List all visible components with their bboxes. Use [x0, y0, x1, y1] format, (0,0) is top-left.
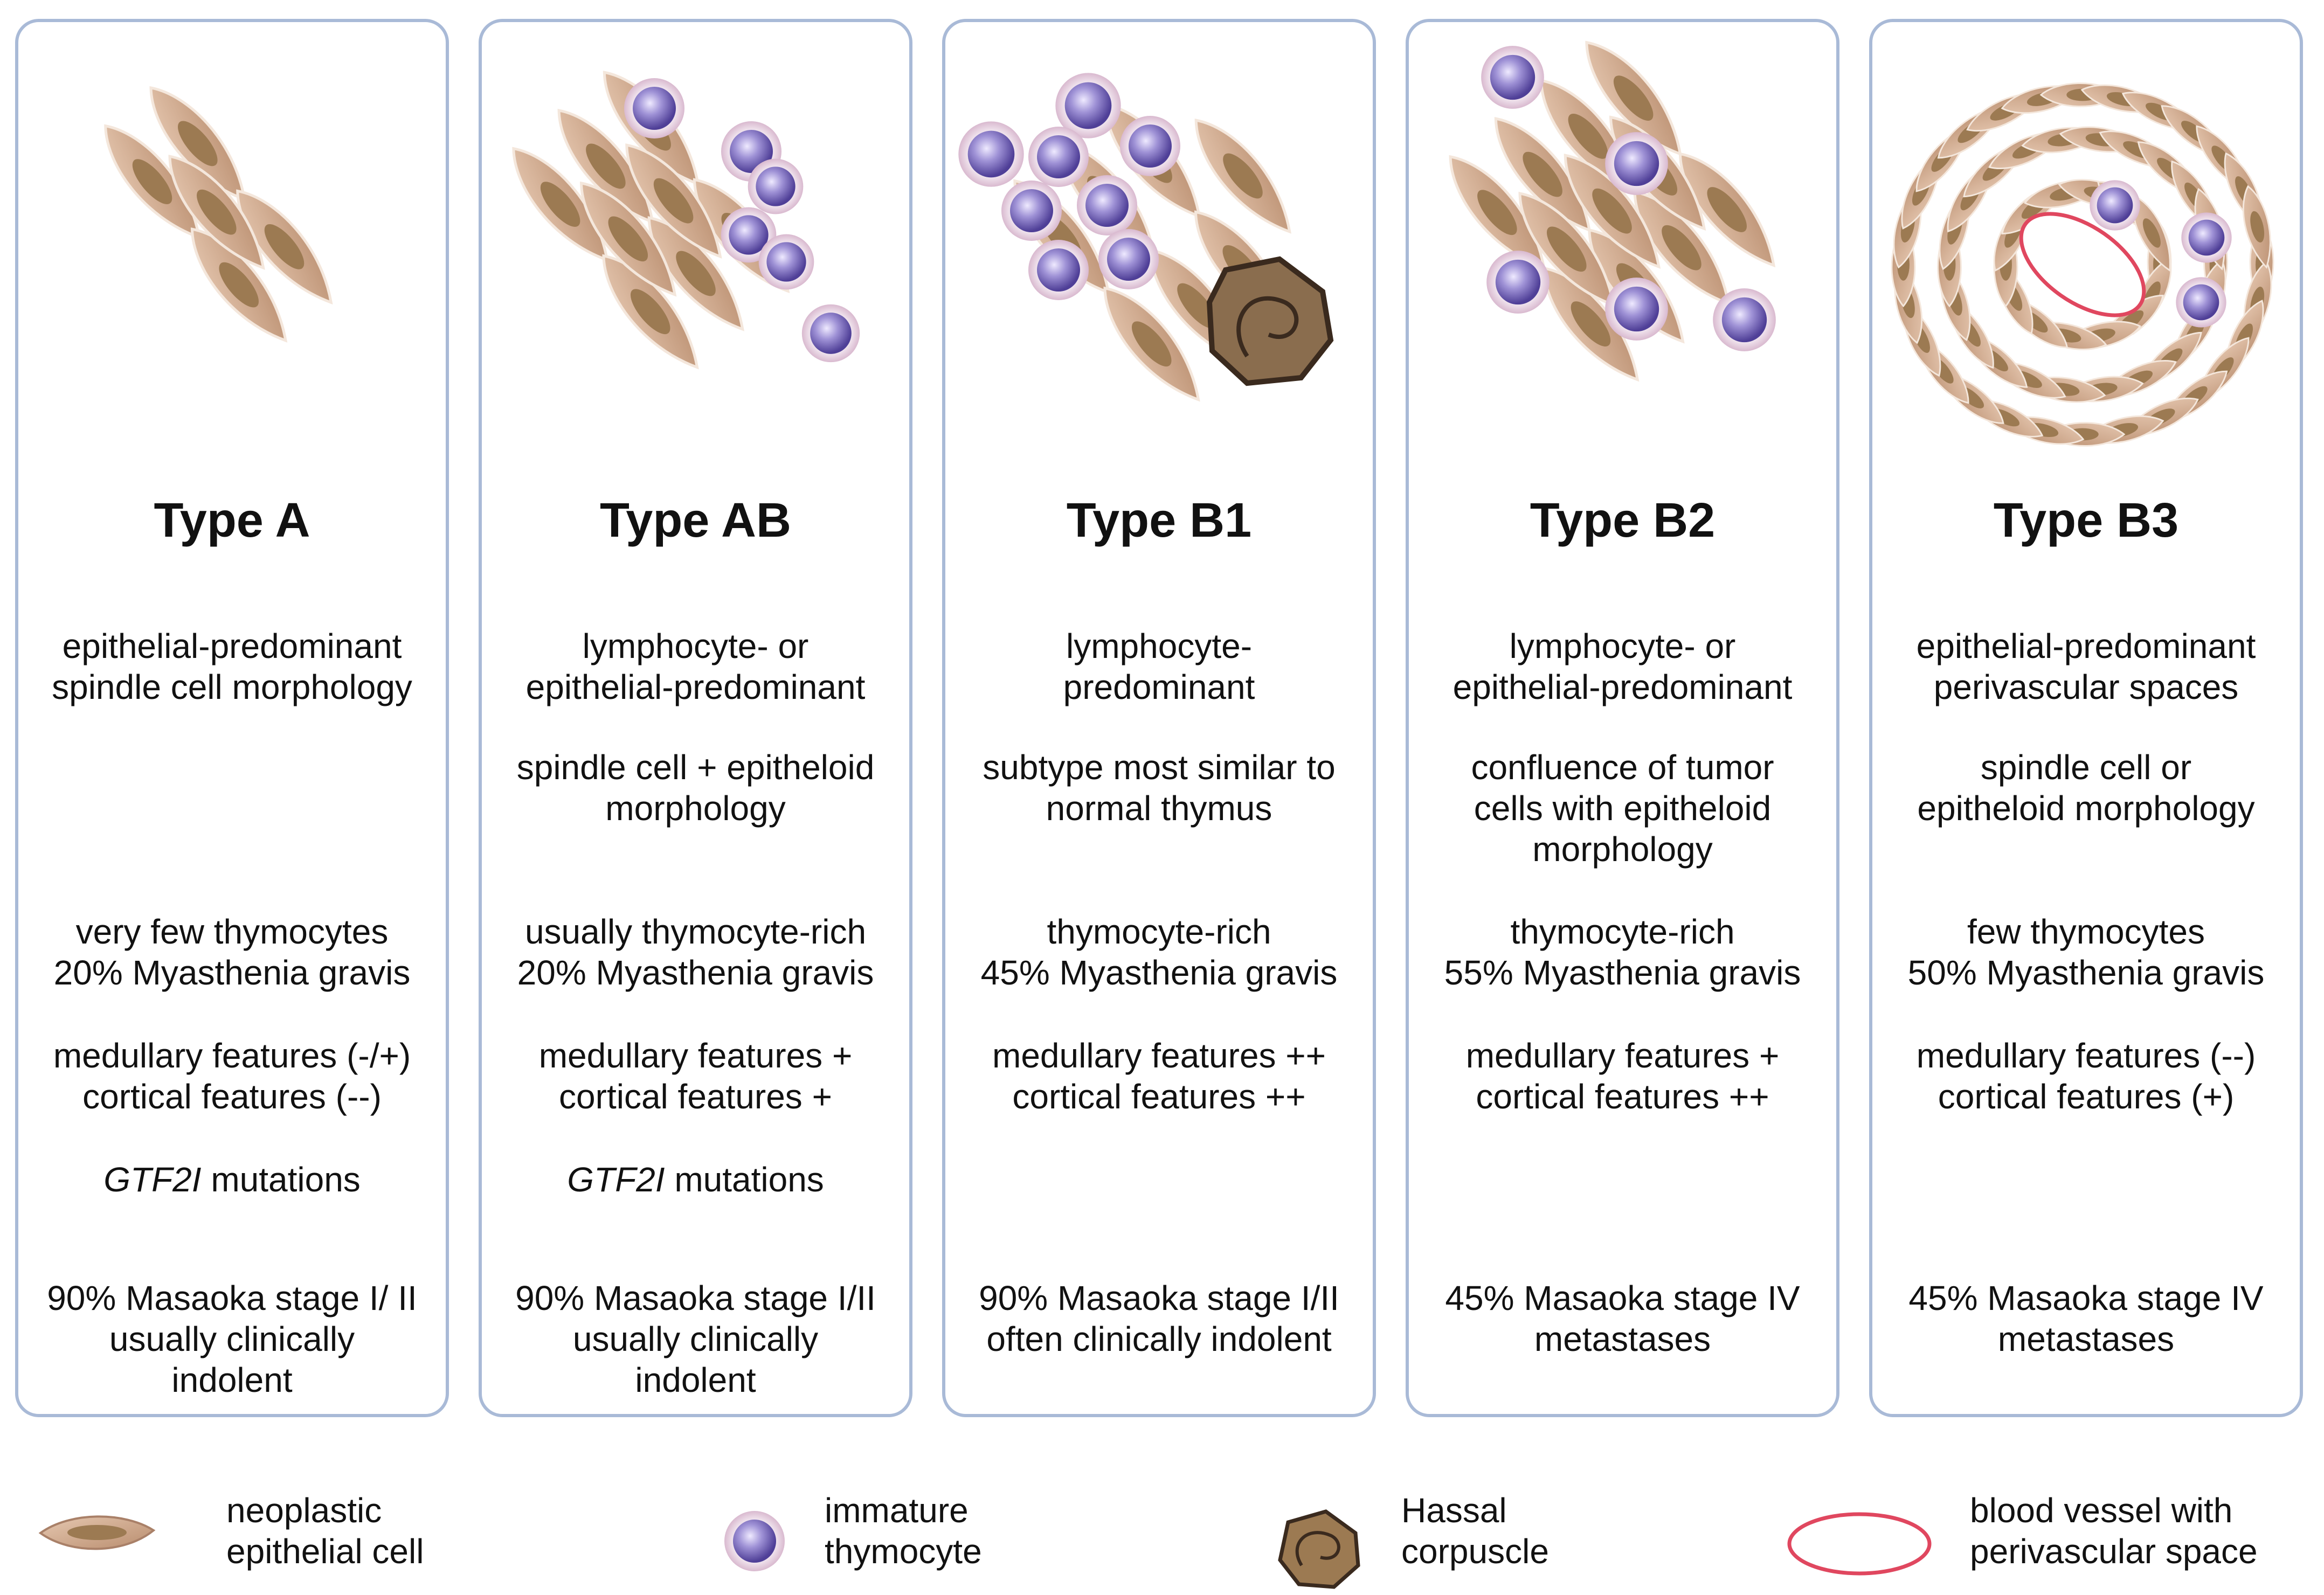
thymocyte-text: thymocyte-rich 45% Myasthenia gravis — [980, 912, 1338, 992]
legend-label: Hassal corpuscle — [1401, 1491, 1549, 1571]
panel-type-b2: Type B2 lymphocyte- or epithelial-predom… — [1406, 19, 1839, 1417]
gene-text: GTF2I mutations — [29, 1159, 435, 1200]
blood-vessel-icon — [1787, 1512, 1932, 1576]
gene-text: GTF2I mutations — [493, 1159, 898, 1200]
type-ab-illustration — [482, 33, 860, 453]
stage-text: 90% Masaoka stage I/II often clinically … — [979, 1279, 1339, 1358]
stage-text: 90% Masaoka stage I/ II usually clinical… — [47, 1279, 417, 1399]
morphology-detail: confluence of tumor cells with epitheloi… — [1471, 748, 1774, 869]
gene-suffix: mutations — [201, 1160, 361, 1199]
features-text: medullary features + cortical features +… — [1465, 1036, 1780, 1116]
stage-text: 45% Masaoka stage IV metastases — [1445, 1279, 1800, 1358]
morphology-detail: spindle cell or epitheloid morphology — [1917, 748, 2255, 828]
panel-type-ab: Type AB lymphocyte- or epithelial-predom… — [479, 19, 912, 1417]
type-b3-illustration — [1886, 78, 2279, 452]
legend-thymocyte: immature thymocyte — [722, 1476, 1099, 1584]
stage-text: 90% Masaoka stage I/II usually clinicall… — [515, 1279, 876, 1399]
panel-title: Type AB — [599, 494, 792, 547]
panel-title: Type B3 — [1993, 494, 2179, 547]
type-b1-illustration — [958, 73, 1334, 453]
hassal-corpuscle-icon — [1278, 1509, 1360, 1589]
morphology-text: epithelial-predominant perivascular spac… — [1916, 627, 2256, 706]
stage-text: 45% Masaoka stage IV metastases — [1908, 1279, 2264, 1358]
panel-title: Type B1 — [1066, 494, 1252, 547]
type-a-illustration — [18, 33, 446, 453]
thymocyte-text: thymocyte-rich 55% Myasthenia gravis — [1444, 912, 1801, 992]
morphology-text: lymphocyte- predominant — [1063, 627, 1255, 706]
gene-name: GTF2I — [567, 1160, 665, 1199]
thymocyte-icon — [724, 1511, 785, 1571]
thymocyte-text: very few thymocytes 20% Myasthenia gravi… — [53, 912, 411, 992]
features-text: medullary features (-/+) cortical featur… — [53, 1036, 411, 1116]
features-text: medullary features ++ cortical features … — [992, 1036, 1326, 1116]
gene-suffix: mutations — [665, 1160, 824, 1199]
legend-epithelial-cell: neoplastic epithelial cell — [38, 1476, 523, 1584]
morphology-text: lymphocyte- or epithelial-predominant — [525, 627, 866, 706]
legend-label: neoplastic epithelial cell — [226, 1491, 424, 1571]
morphology-text: lymphocyte- or epithelial-predominant — [1452, 627, 1793, 706]
features-text: medullary features (--) cortical feature… — [1916, 1036, 2256, 1116]
panel-title: Type A — [154, 494, 310, 547]
legend-label: immature thymocyte — [825, 1491, 982, 1571]
panel-title: Type B2 — [1530, 494, 1716, 547]
epithelial-cell-icon — [38, 1515, 156, 1550]
hassal-corpuscle-icon — [1206, 256, 1334, 386]
panel-type-b1: Type B1 lymphocyte- predominant subtype … — [942, 19, 1376, 1417]
thymocyte-text: few thymocytes 50% Myasthenia gravis — [1907, 912, 2265, 992]
panel-type-b3: Type B3 epithelial-predominant perivascu… — [1869, 19, 2303, 1417]
features-text: medullary features + cortical features + — [538, 1036, 853, 1116]
legend-label: blood vessel with perivascular space — [1970, 1491, 2258, 1571]
morphology-detail: spindle cell + epitheloid morphology — [516, 748, 875, 828]
legend-blood-vessel: blood vessel with perivascular space — [1784, 1476, 2312, 1584]
panel-type-a: Type A epithelial-predominant spindle ce… — [15, 19, 449, 1417]
morphology-text: epithelial-predominant spindle cell morp… — [52, 627, 412, 706]
morphology-detail: subtype most similar to normal thymus — [983, 748, 1336, 828]
legend-hassal: Hassal corpuscle — [1272, 1476, 1649, 1589]
type-b2-illustration — [1409, 33, 1836, 453]
gene-name: GTF2I — [103, 1160, 202, 1199]
blood-vessel-icon — [2019, 212, 2146, 317]
thymocyte-text: usually thymocyte-rich 20% Myasthenia gr… — [517, 912, 874, 992]
